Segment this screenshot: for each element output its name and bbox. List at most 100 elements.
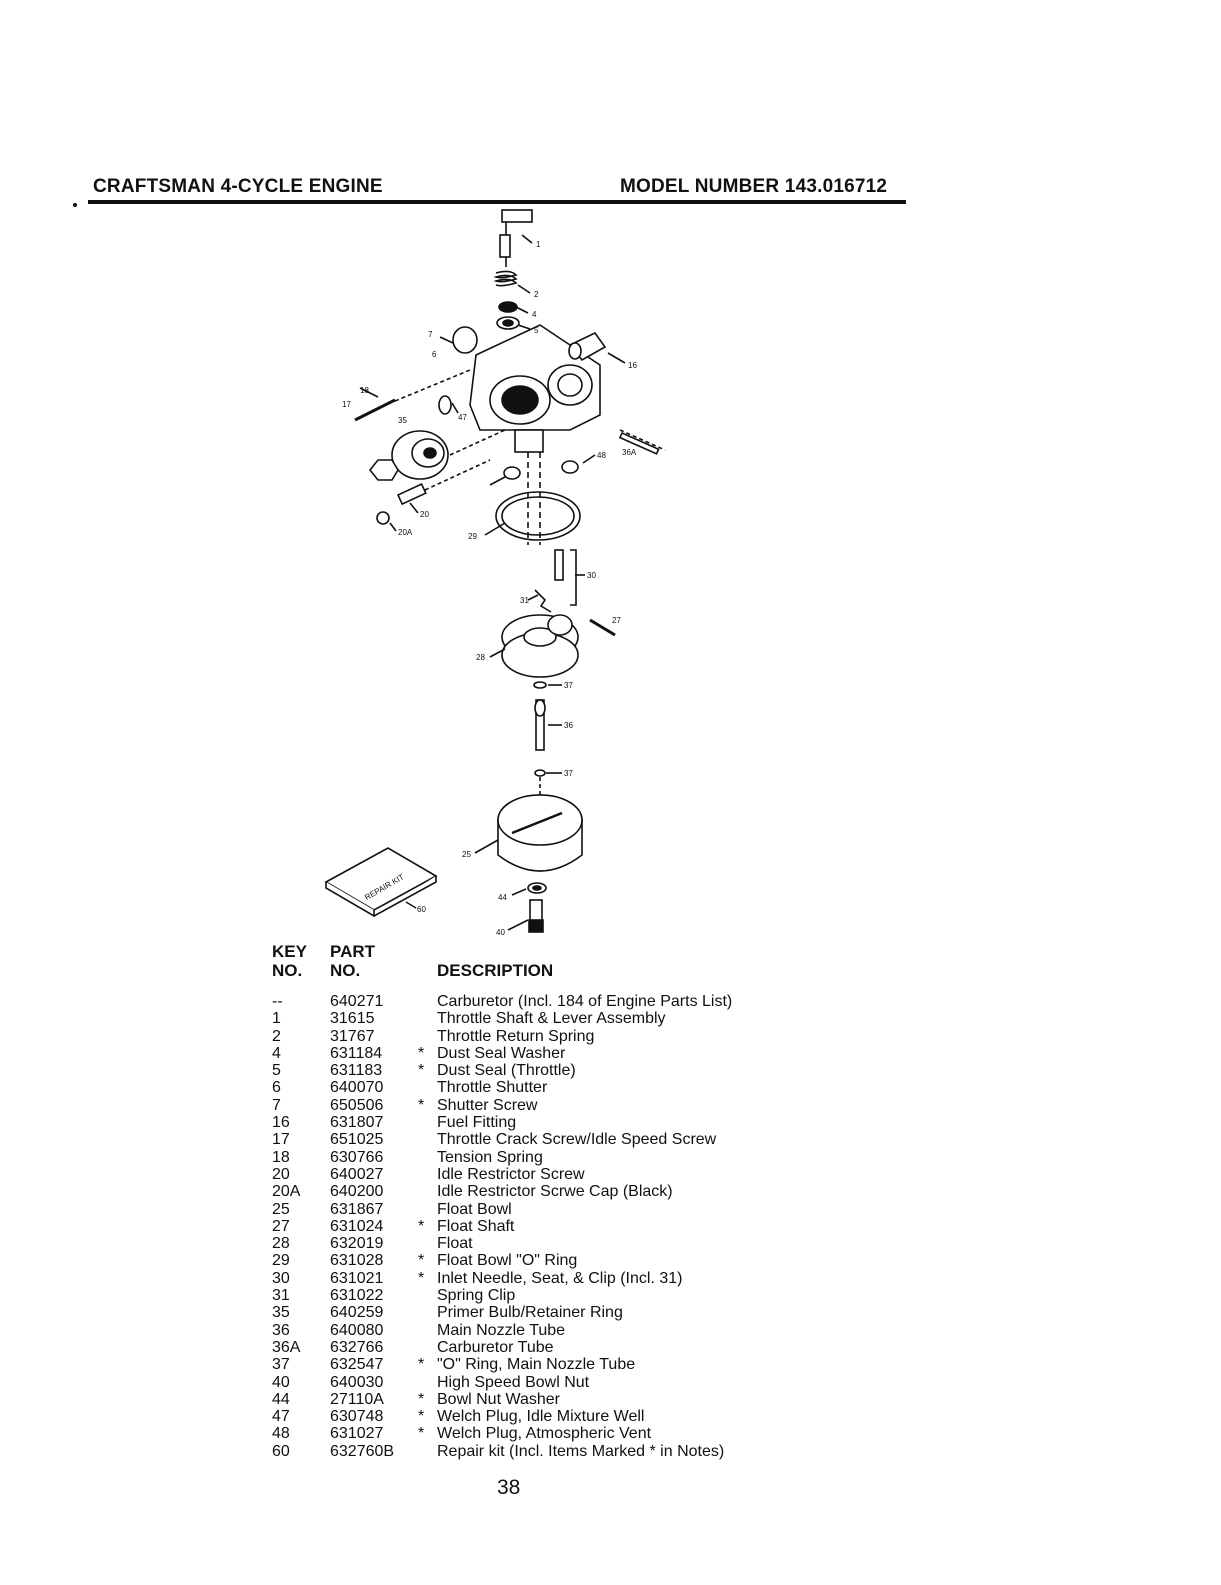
part-key-no: 6 [272, 1079, 281, 1097]
part-key-no: 20 [272, 1165, 290, 1183]
page-number: 38 [497, 1476, 521, 1499]
part-number: 31767 [330, 1027, 375, 1045]
part-key-no: 25 [272, 1200, 290, 1218]
part-description: Primer Bulb/Retainer Ring [437, 1304, 623, 1322]
callout-label: 18 [360, 386, 369, 395]
part-key-no: 29 [272, 1252, 290, 1270]
part-no-header: PART NO. [330, 942, 375, 980]
part-number: 630766 [330, 1148, 384, 1166]
callout-label: 1 [536, 240, 541, 249]
key-no-header: KEY NO. [272, 942, 307, 980]
part-key-no: 36A [272, 1338, 301, 1356]
callout-label: 7 [428, 330, 433, 339]
header-model-number: MODEL NUMBER 143.016712 [620, 176, 888, 197]
part-key-no: 7 [272, 1096, 281, 1114]
callout-label: 30 [587, 571, 596, 580]
part-description: "O" Ring, Main Nozzle Tube [437, 1356, 636, 1374]
part-number: 631867 [330, 1200, 384, 1218]
part-number: 640259 [330, 1304, 384, 1322]
repair-kit-mark: * [418, 1425, 425, 1443]
part-description: Idle Restrictor Scrwe Cap (Black) [437, 1183, 673, 1201]
part-key-no: 37 [272, 1356, 290, 1374]
repair-kit-mark: * [418, 1044, 425, 1062]
parts-row: 18 630766 Tension Spring [272, 1149, 832, 1166]
repair-kit-illustration: REPAIR KIT 60 [324, 847, 438, 918]
callout-label: 47 [458, 413, 467, 422]
callout-label: 2 [534, 290, 539, 299]
part-key-no: 1 [272, 1010, 281, 1028]
header-rule [88, 200, 906, 204]
description-header: DESCRIPTION [437, 961, 554, 980]
callout-label: 20 [420, 510, 429, 519]
callout-label: 44 [498, 893, 507, 902]
part-description: Dust Seal Washer [437, 1044, 566, 1062]
part-description: Fuel Fitting [437, 1114, 517, 1132]
part-number: 630748 [330, 1408, 384, 1426]
part-key-no: 60 [272, 1442, 290, 1460]
callout-label: 25 [462, 850, 471, 859]
part-number: 631028 [330, 1252, 384, 1270]
header-engine-title: CRAFTSMAN 4-CYCLE ENGINE [93, 176, 383, 197]
part-number: 632547 [330, 1356, 384, 1374]
part-number: 640070 [330, 1079, 384, 1097]
part-number: 640271 [330, 993, 384, 1010]
part-description: Spring Clip [437, 1287, 516, 1305]
repair-kit-mark: * [418, 1096, 425, 1114]
part-number: 640027 [330, 1165, 384, 1183]
part-key-no: -- [272, 993, 283, 1010]
repair-kit-mark: * [418, 1390, 425, 1408]
part-description: Inlet Needle, Seat, & Clip (Incl. 31) [437, 1269, 683, 1287]
repair-kit-mark: * [418, 1062, 425, 1080]
callout-label: 4 [532, 310, 537, 319]
part-description: Welch Plug, Atmospheric Vent [437, 1425, 652, 1443]
part-description: Carburetor Tube [437, 1338, 554, 1356]
part-description: Float Bowl "O" Ring [437, 1252, 578, 1270]
part-key-no: 18 [272, 1148, 290, 1166]
part-key-no: 20A [272, 1183, 301, 1201]
part-description: Throttle Shaft & Lever Assembly [437, 1010, 666, 1028]
part-description: Float Shaft [437, 1217, 515, 1235]
part-header-line1: PART [330, 942, 376, 961]
part-key-no: 48 [272, 1425, 290, 1443]
callout-label: 37 [564, 681, 573, 690]
repair-kit-mark: * [418, 1269, 425, 1287]
part-description: Float [437, 1235, 473, 1253]
parts-row: 25 631867 Float Bowl [272, 1201, 832, 1218]
part-description: Float Bowl [437, 1200, 512, 1218]
part-description: Shutter Screw [437, 1096, 538, 1114]
callout-label: 27 [612, 616, 621, 625]
part-description: Throttle Shutter [437, 1079, 548, 1097]
part-description: Idle Restrictor Screw [437, 1165, 585, 1183]
callout-label: 31 [520, 596, 529, 605]
part-number: 631021 [330, 1269, 384, 1287]
part-header-line2: NO. [330, 961, 361, 980]
callout-label: 40 [496, 928, 505, 937]
part-number: 632019 [330, 1235, 384, 1253]
parts-row: 6 640070 Throttle Shutter [272, 1079, 832, 1096]
part-number: 631027 [330, 1425, 384, 1443]
part-description: Tension Spring [437, 1148, 543, 1166]
callout-label: 48 [597, 451, 606, 460]
part-number: 631807 [330, 1114, 384, 1132]
part-number: 640080 [330, 1321, 384, 1339]
part-number: 631184 [330, 1044, 383, 1062]
part-description: Dust Seal (Throttle) [437, 1062, 576, 1080]
callout-label: 29 [468, 532, 477, 541]
